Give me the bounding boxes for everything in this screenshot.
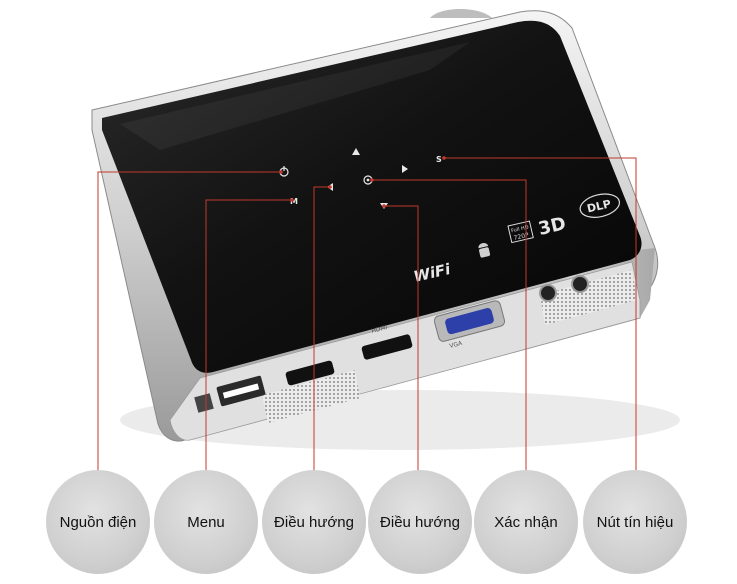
hdmi-port-2 bbox=[361, 334, 413, 360]
callout-line-down bbox=[384, 205, 419, 480]
android-icon bbox=[478, 243, 491, 258]
callout-navigation-2: Điều hướng bbox=[368, 470, 472, 574]
right-arrow-icon[interactable] bbox=[402, 165, 408, 173]
callout-label: Điều hướng bbox=[274, 513, 354, 531]
audio-jack-2 bbox=[571, 275, 589, 293]
svg-text:Full HD: Full HD bbox=[511, 224, 530, 234]
menu-button[interactable]: M bbox=[290, 197, 298, 206]
dlp-logo: DLP bbox=[579, 193, 621, 218]
callout-signal: Nút tín hiệu bbox=[583, 470, 687, 574]
hdmi-port-label: HDMI bbox=[371, 324, 389, 335]
callout-label: Xác nhận bbox=[494, 513, 558, 531]
callout-line-power bbox=[97, 171, 281, 480]
usb-port-inner bbox=[222, 383, 260, 399]
callout-label: Menu bbox=[187, 513, 225, 531]
top-panel-glare bbox=[120, 42, 470, 150]
callout-line-source bbox=[444, 157, 637, 480]
full-hd-badge: Full HD 720P bbox=[507, 220, 534, 244]
vga-port-label: VGA bbox=[449, 340, 464, 350]
callout-line-left bbox=[313, 186, 330, 480]
svg-text:DLP: DLP bbox=[586, 197, 613, 215]
callout-confirm: Xác nhận bbox=[474, 470, 578, 574]
callout-label: Điều hướng bbox=[380, 513, 460, 531]
callout-label: Nguồn điện bbox=[59, 513, 137, 531]
callout-menu: Menu bbox=[154, 470, 258, 574]
callout-lines bbox=[97, 157, 637, 480]
svg-text:720P: 720P bbox=[513, 232, 530, 242]
device-top-panel bbox=[102, 20, 642, 373]
callout-line-ok bbox=[372, 179, 527, 480]
dark-tab bbox=[194, 393, 214, 413]
hdmi-port-1 bbox=[285, 360, 335, 386]
audio-jack-1 bbox=[539, 284, 557, 302]
vga-port bbox=[433, 300, 506, 342]
callout-label: Nút tín hiệu bbox=[596, 513, 674, 531]
lens-housing bbox=[430, 9, 492, 18]
callout-line-menu bbox=[205, 199, 292, 480]
callout-dots bbox=[279, 156, 446, 208]
source-button[interactable]: S bbox=[436, 155, 442, 164]
vent-grille-right bbox=[540, 270, 637, 325]
callout-power: Nguồn điện bbox=[46, 470, 150, 574]
callout-navigation-1: Điều hướng bbox=[262, 470, 366, 574]
up-arrow-icon[interactable] bbox=[352, 148, 360, 155]
vent-grille-left bbox=[262, 370, 360, 423]
